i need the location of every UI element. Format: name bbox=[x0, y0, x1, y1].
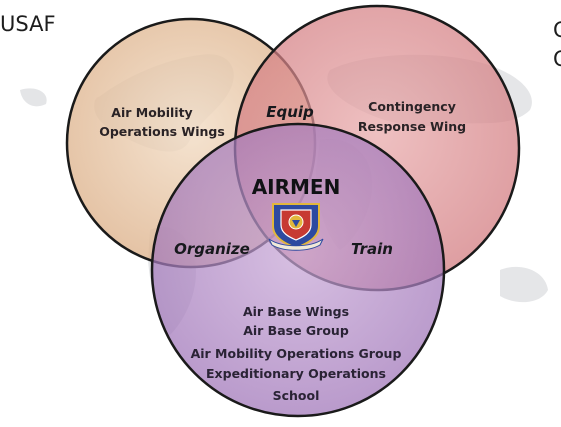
top-left-circle-label-line-1: Air Mobility bbox=[111, 105, 192, 120]
cut-off-right-text-1: C bbox=[553, 18, 561, 42]
bottom-circle-label-line-5: School bbox=[273, 388, 320, 403]
bottom-circle-label-line-4: Expeditionary Operations bbox=[206, 366, 386, 381]
circle-bottom bbox=[150, 122, 446, 418]
bottom-circle-label-line-3: Air Mobility Operations Group bbox=[191, 346, 402, 361]
top-right-circle-label-line-2: Response Wing bbox=[358, 119, 466, 134]
top-right-circle-label-line-1: Contingency bbox=[368, 99, 456, 114]
center-label-airmen: AIRMEN bbox=[252, 175, 341, 199]
overlap-label-organize: Organize bbox=[174, 240, 250, 258]
cut-off-right-text-2: C bbox=[553, 47, 561, 71]
top-left-circle-label-line-2: Operations Wings bbox=[99, 124, 225, 139]
bottom-circle-label-line-1: Air Base Wings bbox=[243, 304, 349, 319]
overlap-label-train: Train bbox=[351, 240, 393, 258]
bottom-circle-label-line-2: Air Base Group bbox=[243, 323, 349, 338]
overlap-label-equip: Equip bbox=[266, 103, 314, 121]
unit-emblem bbox=[268, 203, 324, 251]
cut-off-left-text: USAF bbox=[0, 12, 56, 36]
